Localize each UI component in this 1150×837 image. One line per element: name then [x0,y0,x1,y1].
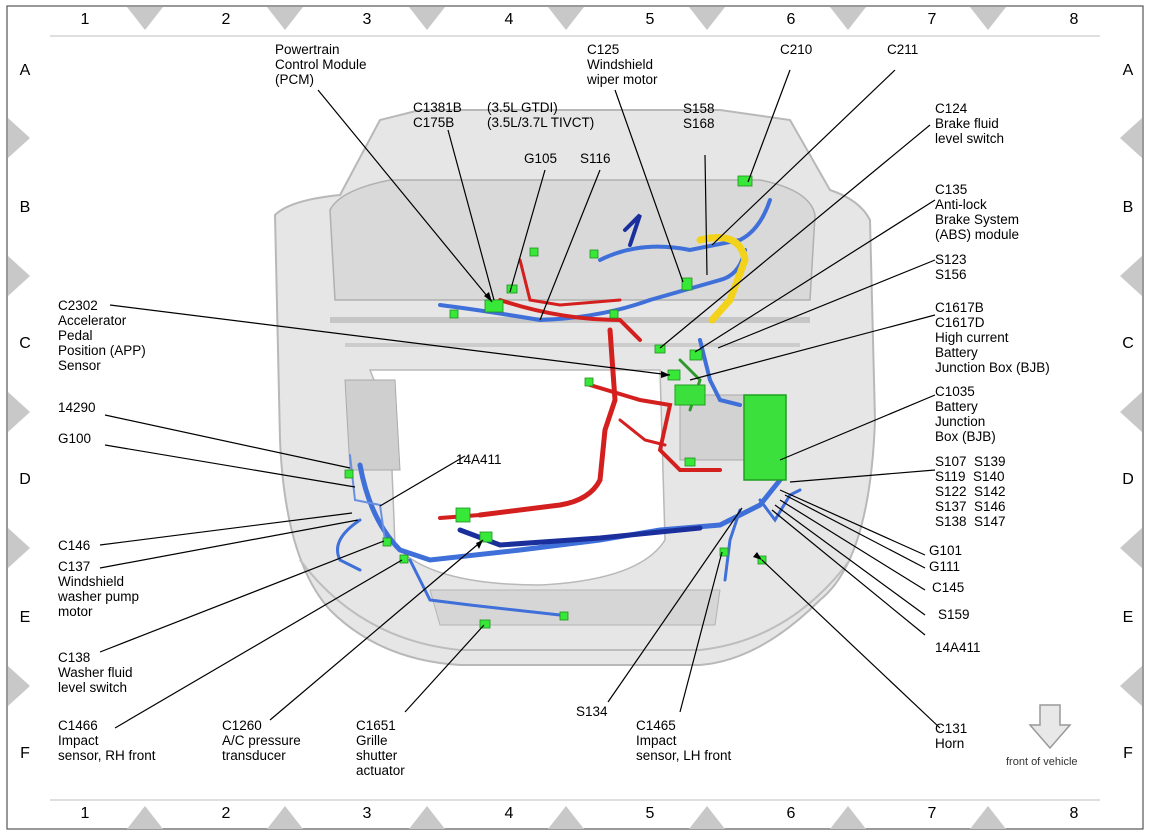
label-c125: C125 Windshield wiper motor [587,42,658,87]
label-c1465: C1465 Impact sensor, LH front [636,718,732,763]
grid-col-8: 8 [1069,11,1079,28]
label-14290: 14290 [58,400,96,415]
label-c1466: C1466 Impact sensor, RH front [58,718,156,763]
label-c211: C211 [887,42,919,57]
grid-row-f: F [20,745,30,762]
label-c146: C146 [58,538,91,553]
grid-row-d-right: D [1122,471,1134,488]
grid-col-1: 1 [80,11,90,28]
label-c1617: C1617B C1617D High current Battery Junct… [935,300,1050,375]
label-c1651: C1651 Grille shutter actuator [356,718,405,778]
grid-row-b: B [19,199,31,216]
label-g101: G101 [929,543,963,558]
border-markers [8,7,1142,829]
front-arrow-icon [1028,704,1072,750]
grid-col-4-bottom: 4 [504,805,514,822]
label-c210: C210 [780,42,813,57]
label-c2302: C2302 Accelerator Pedal Position (APP) S… [58,298,146,373]
grid-col-7: 7 [927,11,937,28]
label-pcm: Powertrain Control Module (PCM) [275,42,367,87]
label-g105: G105 [524,151,558,166]
label-c1035: C1035 Battery Junction Box (BJB) [935,384,996,444]
high-current-bjb [674,384,706,406]
label-s159: S159 [938,607,970,622]
grid-row-b-right: B [1122,199,1134,216]
grid-row-c: C [19,335,31,352]
label-s123: S123 S156 [935,252,967,282]
label-engine-variants: (3.5L GTDI) (3.5L/3.7L TIVCT) [487,100,595,130]
label-c145: C145 [932,580,965,595]
grid-row-e-right: E [1122,609,1134,626]
grid-col-1-bottom: 1 [80,805,90,822]
label-s116: S116 [580,151,611,166]
grid-col-8-bottom: 8 [1069,805,1079,822]
label-c138: C138 Washer fluid level switch [58,650,133,695]
label-c135: C135 Anti-lock Brake System (ABS) module [935,182,1020,242]
connectors [344,175,767,629]
label-g100: G100 [58,431,92,446]
grid-row-a: A [19,62,31,79]
grid-col-7-bottom: 7 [927,805,937,822]
leader-lines [99,69,941,729]
grid-row-f-right: F [1123,745,1133,762]
label-splices: S107 S139 S119 S140 S122 S142 S137 S146 … [935,454,1006,529]
label-c1381b: C1381B C175B [413,100,462,130]
grid-col-6-bottom: 6 [786,805,796,822]
label-14a411-right: 14A411 [935,640,981,655]
label-c137: C137 Windshield washer pump motor [58,559,140,619]
grid-col-2: 2 [221,11,231,28]
label-s158: S158 S168 [683,101,715,131]
grid-col-4: 4 [504,11,514,28]
grid-col-5: 5 [645,11,655,28]
grid-row-d: D [19,471,31,488]
grid-col-3-bottom: 3 [362,805,372,822]
front-of-vehicle-label: front of vehicle [1006,756,1078,768]
grid-col-5-bottom: 5 [645,805,655,822]
label-g111: G111 [929,559,961,574]
label-s134: S134 [576,704,608,719]
grid-row-a-right: A [1122,62,1134,79]
grid-col-3: 3 [362,11,372,28]
label-14a411-left: 14A411 [456,452,502,467]
label-c131: C131 Horn [935,721,968,751]
label-c1260: C1260 A/C pressure transducer [222,718,301,763]
grid-row-e: E [19,609,31,626]
label-c124: C124 Brake fluid level switch [935,101,1005,146]
vehicle-front-body [273,109,877,666]
grid-col-6: 6 [786,11,796,28]
grid-col-2-bottom: 2 [221,805,231,822]
grid-row-c-right: C [1122,335,1134,352]
battery-junction-box [743,394,787,481]
